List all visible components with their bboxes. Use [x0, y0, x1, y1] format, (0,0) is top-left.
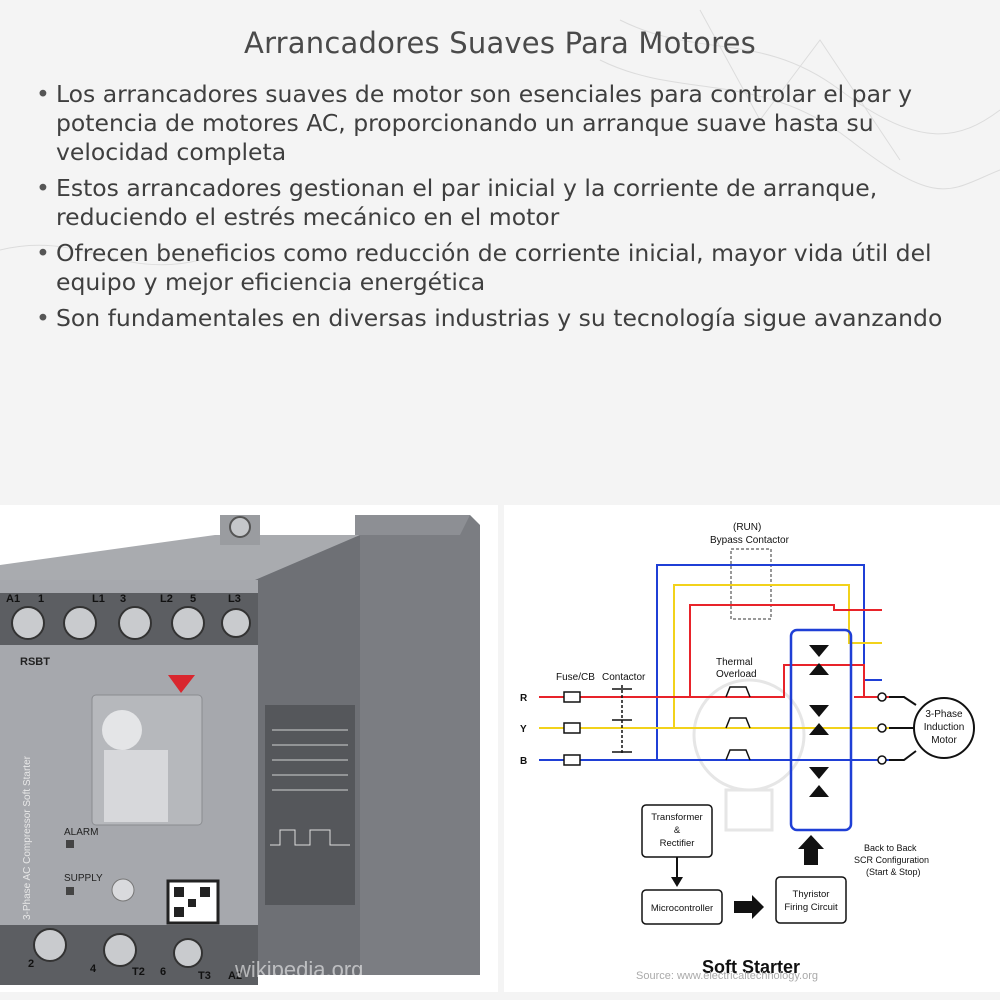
terminal-label: 2	[28, 958, 34, 970]
supply-led-icon	[66, 887, 74, 895]
scr-note: Back to Back	[864, 843, 917, 853]
soft-starter-diagram: (RUN) Bypass Contactor	[504, 505, 1000, 992]
contactor-icon	[612, 685, 632, 755]
arrow-down-icon	[671, 877, 683, 887]
terminal-label: L3	[228, 593, 241, 605]
microcontroller-box	[641, 889, 723, 925]
thyristor-label: Thyristor	[793, 889, 830, 900]
transformer-label: Rectifier	[660, 838, 695, 849]
terminal-label: 3	[120, 593, 126, 605]
source-credit: Source: www.electricaltechnology.org	[636, 970, 818, 982]
terminal-label: L2	[160, 593, 173, 605]
device-illustration: A1 1 L1 3 L2 5 L3 RSBT ALARM SUPPLY 3-Ph…	[0, 515, 480, 985]
microcontroller-label: Microcontroller	[651, 903, 713, 914]
terminal-label: 1	[38, 593, 44, 605]
terminal-label: 5	[190, 593, 196, 605]
transformer-label: &	[674, 825, 681, 836]
scr-thyristor-icon	[809, 645, 829, 797]
bulb-watermark-icon	[692, 678, 806, 832]
thyristor-box	[775, 876, 847, 924]
terminal-label: L1	[92, 593, 105, 605]
bullet-item: Estos arrancadores gestionan el par inic…	[34, 174, 974, 232]
bullet-item: Ofrecen beneficios como reducción de cor…	[34, 239, 974, 297]
motor-label: Motor	[931, 735, 957, 746]
scr-note: (Start & Stop)	[866, 867, 921, 877]
terminal-label: T3	[198, 970, 211, 982]
watermark: wikipedia.org	[234, 957, 363, 982]
scr-block	[789, 628, 853, 832]
circuit-diagram: (RUN) Bypass Contactor	[520, 522, 975, 982]
run-label: (RUN)	[733, 522, 761, 533]
diagram-caption: Soft Starter	[702, 957, 800, 977]
alarm-label: ALARM	[64, 827, 98, 838]
motor-label: Induction	[924, 722, 965, 733]
bullet-list: Los arrancadores suaves de motor son ese…	[34, 80, 974, 340]
motor-label: 3-Phase	[925, 709, 963, 720]
scr-note: SCR Configuration	[854, 855, 929, 865]
transformer-label: Transformer	[651, 812, 702, 823]
arrow-up-icon	[798, 835, 824, 865]
page-title: Arrancadores Suaves Para Motores	[244, 26, 756, 60]
brand-logo-icon	[168, 675, 195, 693]
contactor-label: Contactor	[602, 672, 646, 683]
bypass-label: Bypass Contactor	[710, 535, 790, 546]
model-label: RSBT	[20, 656, 50, 668]
terminal-label: A1	[6, 593, 20, 605]
phase-label: R	[520, 693, 528, 704]
wire-yellow	[673, 584, 882, 728]
soft-starter-photo: A1 1 L1 3 L2 5 L3 RSBT ALARM SUPPLY 3-Ph…	[0, 505, 498, 992]
terminal-label: T2	[132, 966, 145, 978]
fuse-icon	[563, 691, 581, 766]
thermal-label: Thermal	[716, 657, 753, 668]
alarm-led-icon	[66, 840, 74, 848]
phase-label: Y	[520, 724, 527, 735]
thermal-label: Overload	[716, 669, 757, 680]
wire-red	[689, 604, 882, 697]
phase-label: B	[520, 756, 527, 767]
arrow-right-icon	[734, 895, 764, 919]
fuse-label: Fuse/CB	[556, 672, 595, 683]
terminal-label: 6	[160, 966, 166, 978]
thermal-overload-icon	[725, 686, 751, 761]
supply-label: SUPPLY	[64, 873, 103, 884]
bullet-item: Los arrancadores suaves de motor son ese…	[34, 80, 974, 167]
wire-blue	[656, 564, 882, 760]
terminal-label: A2	[228, 970, 242, 982]
motor-icon	[913, 697, 975, 759]
terminal-label: 4	[90, 963, 97, 975]
side-label: 3-Phase AC Compressor Soft Starter	[22, 755, 33, 920]
thyristor-label: Firing Circuit	[784, 902, 838, 913]
bullet-item: Son fundamentales en diversas industrias…	[34, 304, 974, 333]
